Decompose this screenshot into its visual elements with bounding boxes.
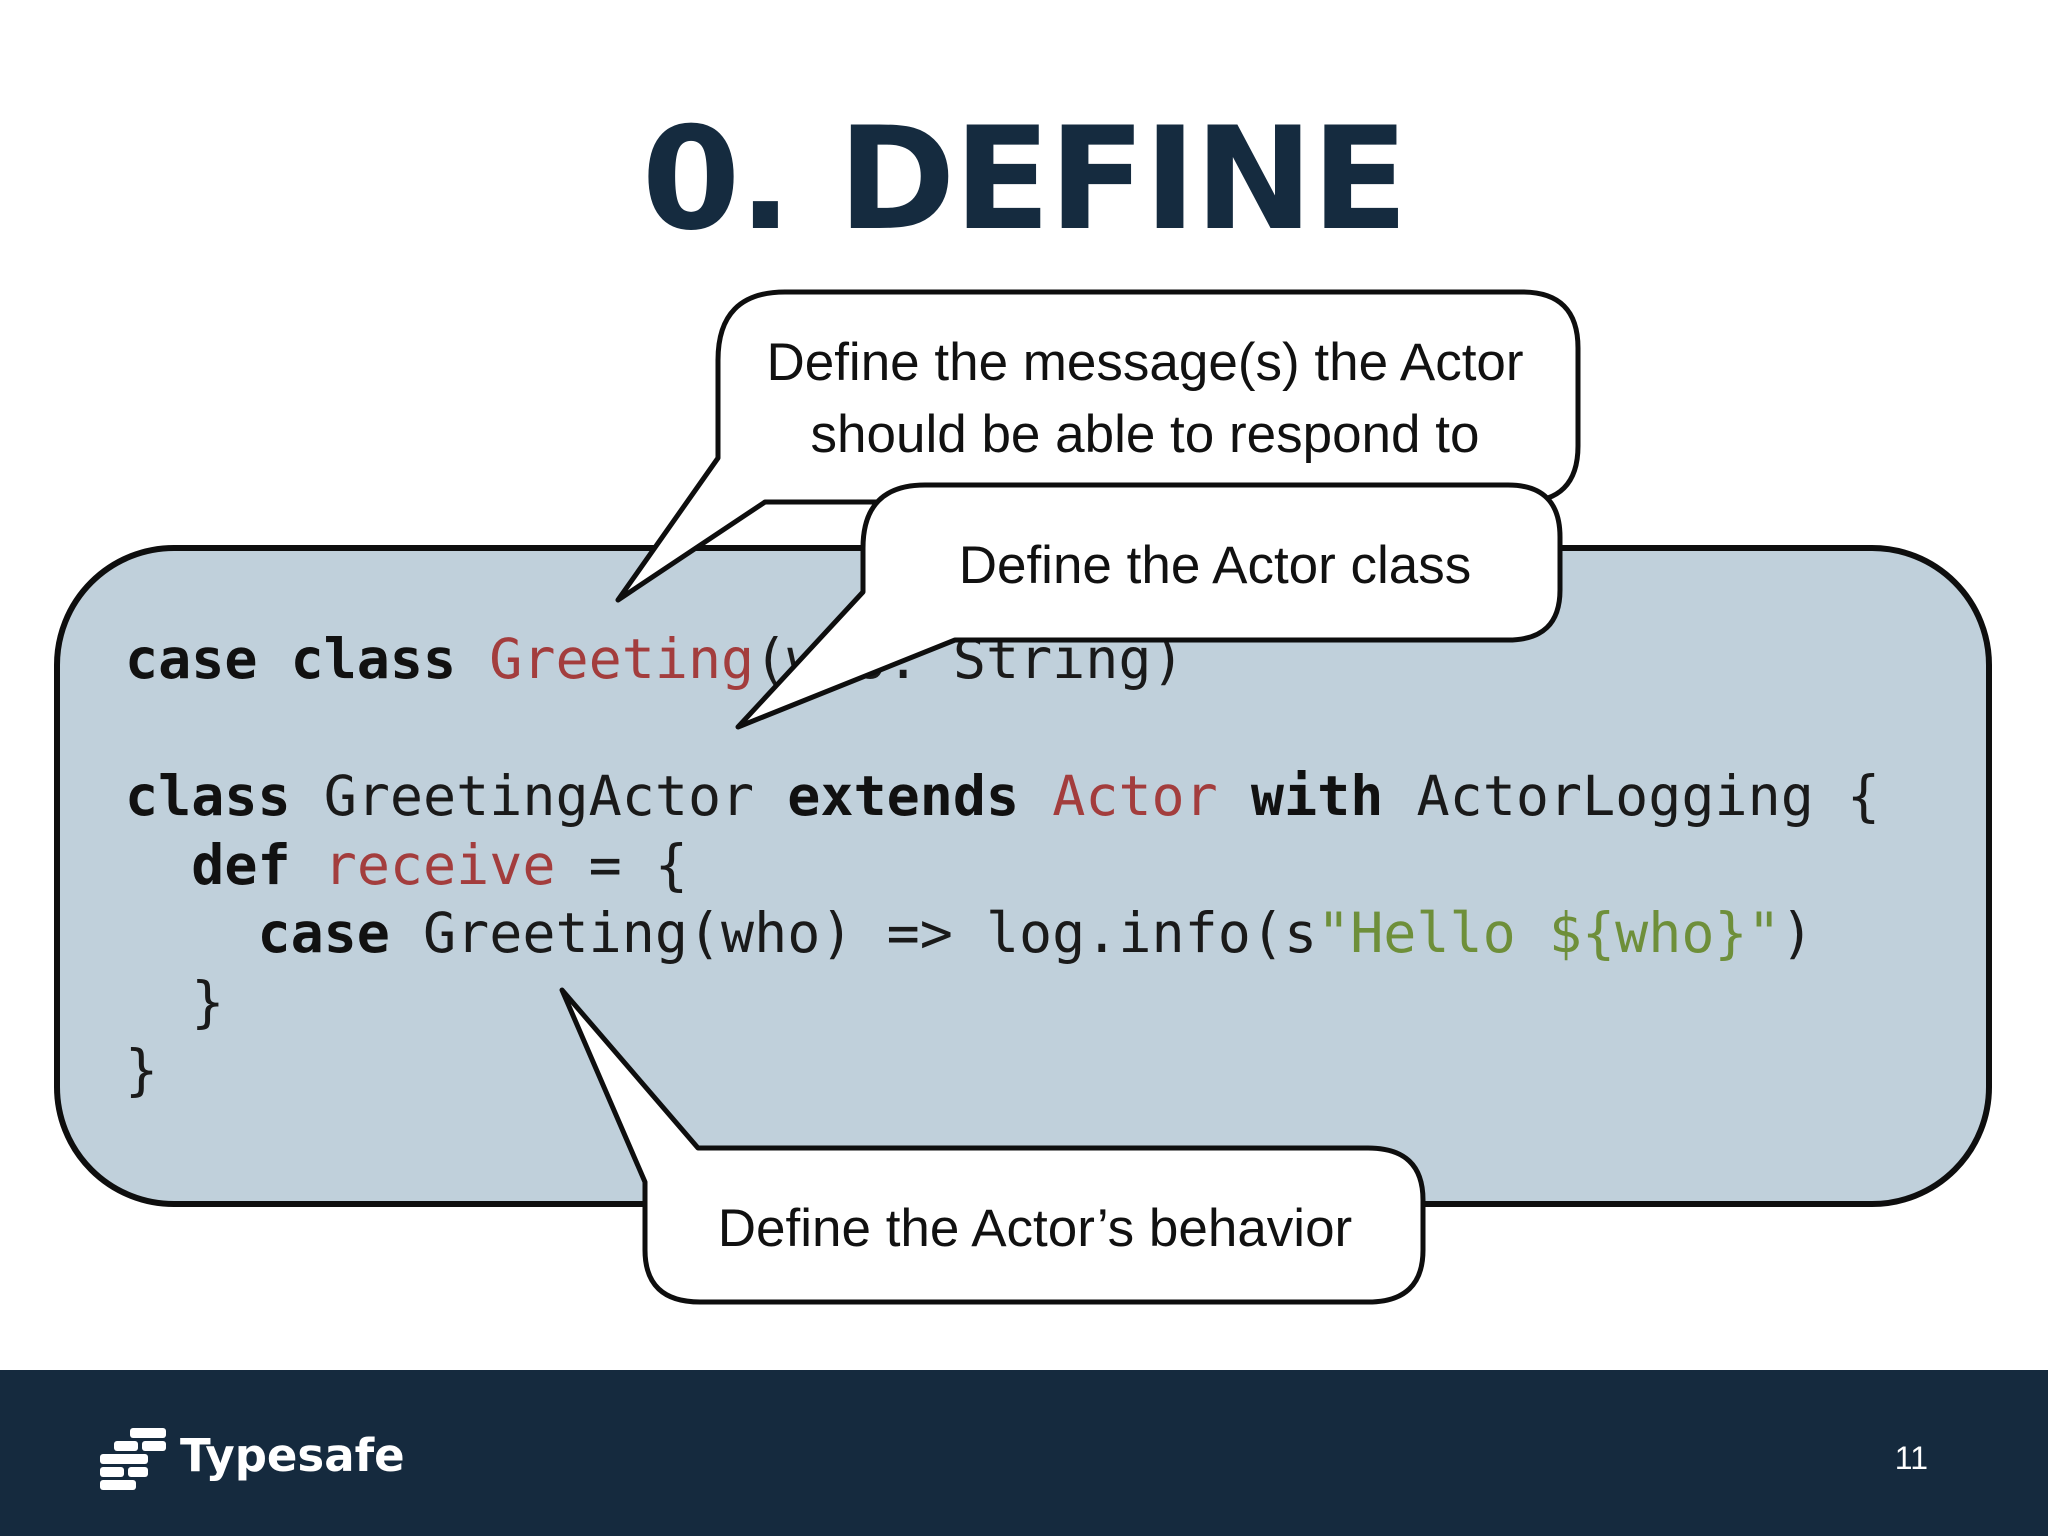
callout-message-line: Define the message(s) the Actor (766, 333, 1524, 392)
keyword: case class (125, 627, 457, 691)
keyword: def (191, 832, 291, 897)
page-number: 11 (1894, 1440, 1928, 1476)
closing-brace: } (125, 1038, 159, 1102)
callout-actor-class-text: Define the Actor class (958, 536, 1472, 595)
code-line: class GreetingActor extends Actor with A… (125, 764, 1880, 828)
callout-message-bubble (615, 289, 1581, 603)
brand-name: Typesafe (180, 1429, 405, 1482)
string-literal: "Hello ${who}" (1317, 901, 1781, 965)
slide-title: 0. DEFINE (641, 97, 1409, 262)
keyword: extends (787, 764, 1020, 828)
code-text: ActorLogging { (1416, 764, 1881, 828)
type-name: Actor (1052, 764, 1218, 828)
code-panel (54, 545, 1992, 1207)
code-block: case class Greeting(who: String) class G… (125, 625, 1880, 1105)
code-text: Greeting(who) => log.info(s (423, 901, 1318, 965)
class-name: GreetingActor (323, 764, 755, 828)
callout-message-text: Define the message(s) the Actor should b… (740, 327, 1550, 471)
typesafe-logo-icon (100, 1428, 166, 1490)
callout-message-line: should be able to respond to (810, 405, 1480, 464)
footer-bar: Typesafe 11 (0, 1370, 2048, 1536)
type-name: Greeting (489, 627, 755, 691)
code-text: = { (588, 832, 688, 897)
keyword: class (125, 764, 291, 828)
code-line: case Greeting(who) => log.info(s"Hello $… (257, 901, 1813, 965)
callout-actor-class-bubble (735, 482, 1563, 730)
callout-behavior-text: Define the Actor’s behavior (717, 1199, 1353, 1258)
keyword: case (257, 901, 390, 965)
keyword: with (1250, 764, 1384, 828)
code-line: def receive = { (191, 833, 688, 897)
code-text: ) (1780, 901, 1814, 965)
closing-brace: } (191, 969, 225, 1034)
callout-behavior-bubble (559, 987, 1426, 1305)
method-name: receive (323, 832, 556, 897)
